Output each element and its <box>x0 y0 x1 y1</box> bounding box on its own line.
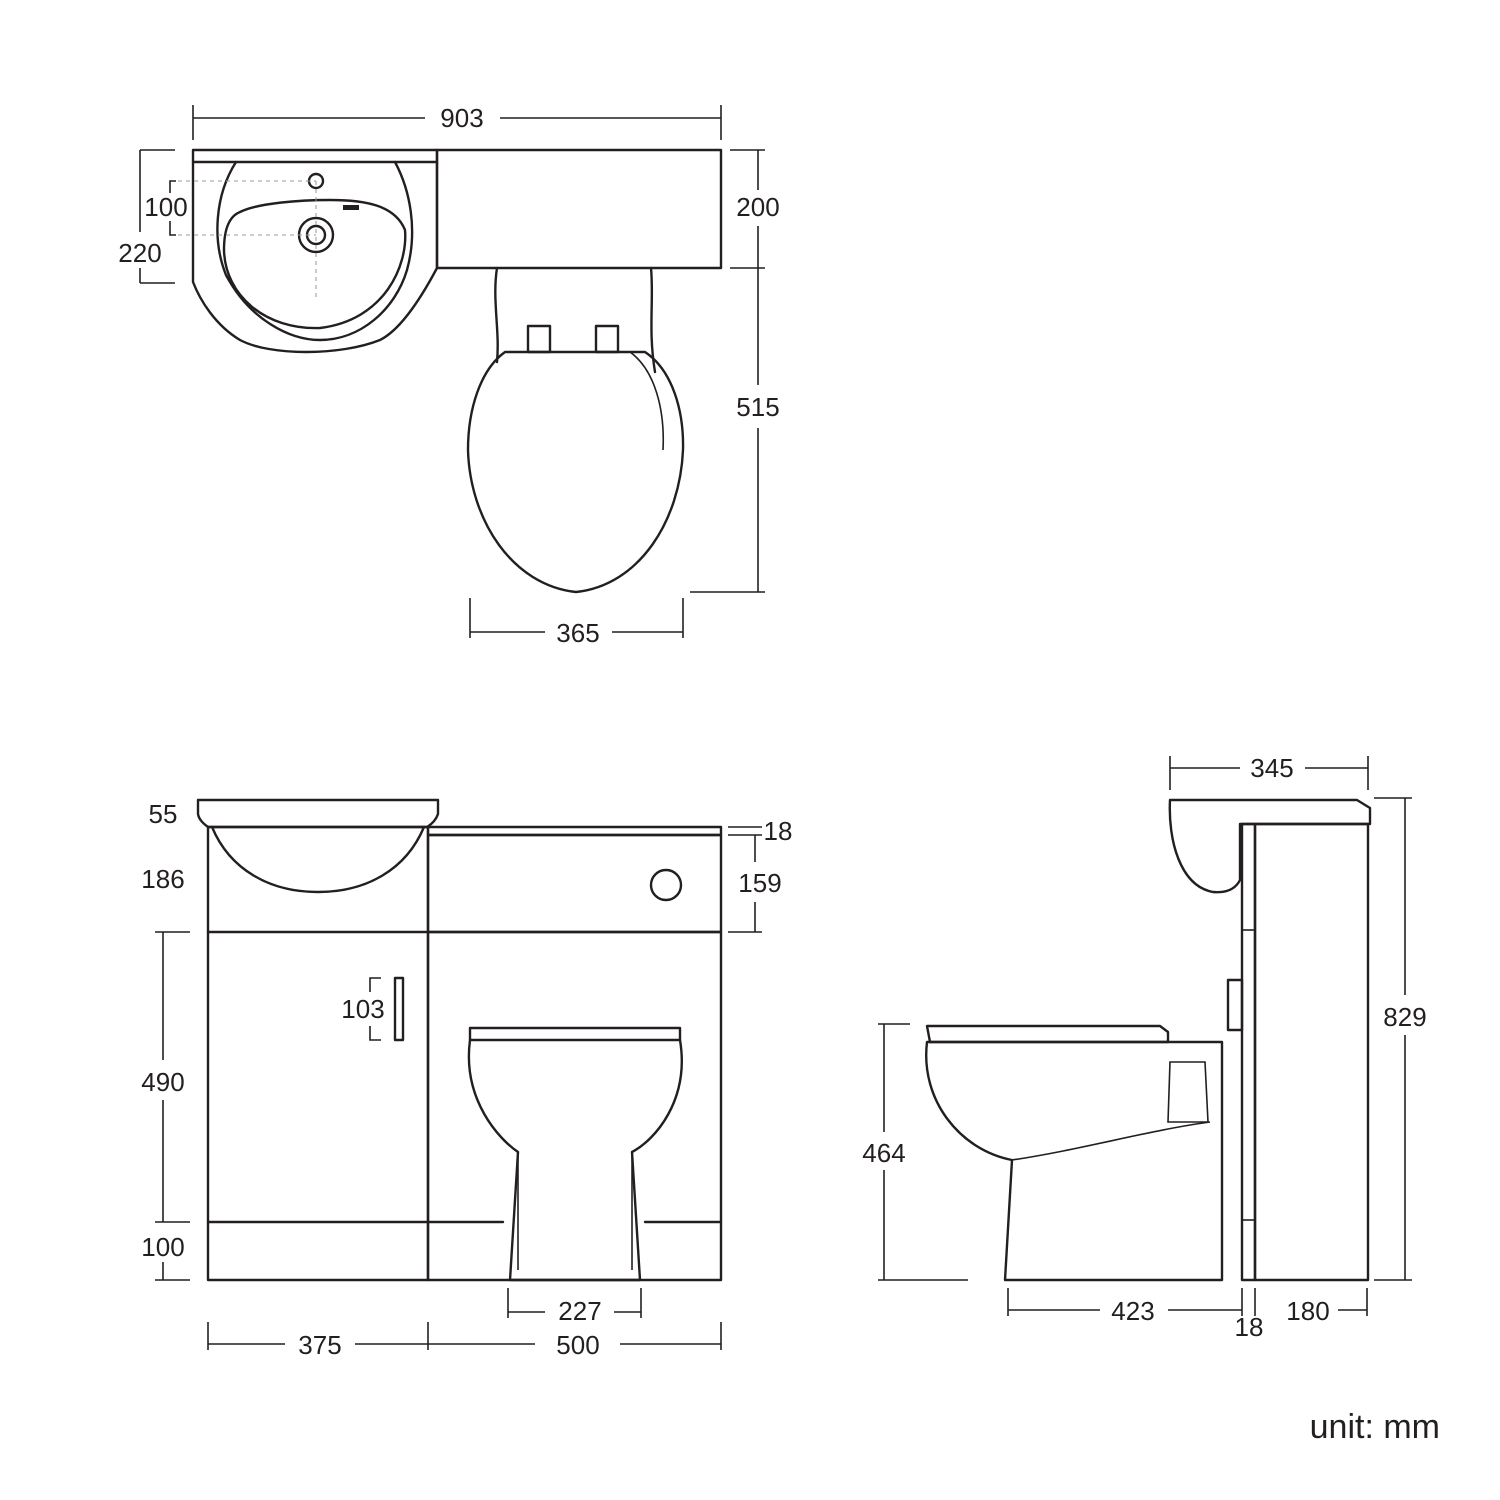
dim-18-front: 18 <box>764 816 793 846</box>
dim-500: 500 <box>556 1330 599 1360</box>
dim-490: 490 <box>141 1067 184 1097</box>
dim-100-front: 100 <box>141 1232 184 1262</box>
side-dimensions: 345 829 464 423 18 180 <box>862 753 1426 1342</box>
front-dimensions: 55 186 490 100 103 18 159 227 <box>141 799 792 1360</box>
side-panel <box>1240 822 1257 1282</box>
pan-neck <box>494 266 657 374</box>
unit-side <box>1253 822 1370 1282</box>
basin-bowl-front <box>210 825 426 894</box>
dim-903: 903 <box>440 103 483 133</box>
dim-186: 186 <box>141 864 184 894</box>
dim-159: 159 <box>738 868 781 898</box>
door-handle <box>393 976 405 1042</box>
dim-423: 423 <box>1111 1296 1154 1326</box>
toilet-seat-lid <box>466 350 685 594</box>
dim-345: 345 <box>1250 753 1293 783</box>
wc-unit <box>426 930 723 1282</box>
flush-button <box>649 868 683 902</box>
dim-829: 829 <box>1383 1002 1426 1032</box>
top-view: 903 200 515 220 100 365 <box>118 103 779 648</box>
wc-pan-side <box>925 1040 1224 1282</box>
dim-464: 464 <box>862 1138 905 1168</box>
wc-seat-side <box>925 1024 1170 1044</box>
basin-bowl <box>222 198 407 330</box>
wc-seat-front <box>468 1026 682 1042</box>
basin-inner-rim <box>216 160 414 342</box>
dim-515: 515 <box>736 392 779 422</box>
dim-103: 103 <box>341 994 384 1024</box>
dim-55: 55 <box>149 799 178 829</box>
top-dimensions: 903 200 515 220 100 365 <box>118 103 779 648</box>
handle-side <box>1226 978 1244 1032</box>
dim-200: 200 <box>736 192 779 222</box>
cistern-unit-top <box>435 148 723 270</box>
dim-18-side: 18 <box>1235 1312 1264 1342</box>
dim-365: 365 <box>556 618 599 648</box>
wc-pan-front <box>467 1038 683 1282</box>
dim-180: 180 <box>1286 1296 1329 1326</box>
basin-front <box>196 798 440 829</box>
hinge-right <box>594 324 620 354</box>
unit-label: unit: mm <box>1310 1408 1440 1446</box>
hinge-left <box>526 324 552 354</box>
basin-side <box>1168 798 1372 894</box>
dim-375: 375 <box>298 1330 341 1360</box>
dim-100-top: 100 <box>144 192 187 222</box>
side-view: 345 829 464 423 18 180 <box>862 753 1426 1342</box>
cistern-panel <box>426 833 723 934</box>
dim-220: 220 <box>118 238 161 268</box>
basin-top-outline <box>191 148 439 354</box>
front-view: 55 186 490 100 103 18 159 227 <box>141 798 792 1360</box>
dim-227: 227 <box>558 1296 601 1326</box>
vanity-unit <box>206 825 430 1282</box>
overflow-slot <box>343 205 359 210</box>
